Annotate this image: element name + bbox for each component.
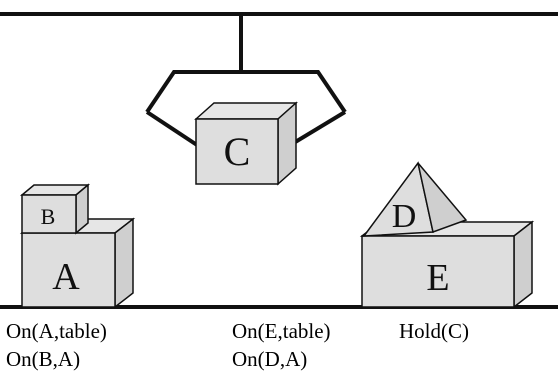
block-b: B (19, 183, 91, 235)
fact-hold-c: Hold(C) (399, 319, 469, 343)
fact-on-a-table: On(A,table) (6, 319, 107, 343)
block-e: E (359, 220, 535, 309)
fact-on-b-a: On(B,A) (6, 347, 81, 371)
fact-on-e-table: On(E,table) (232, 319, 331, 343)
block-a-label: A (52, 256, 80, 298)
block-d-label: D (392, 198, 417, 235)
block-c: C (194, 101, 298, 186)
block-b-label: B (41, 204, 56, 229)
block-e-label: E (426, 257, 449, 299)
block-c-label: C (224, 129, 251, 174)
robot-gripper (145, 14, 347, 149)
fact-on-d-a: On(D,A) (232, 347, 308, 371)
block-d: D (362, 161, 468, 237)
